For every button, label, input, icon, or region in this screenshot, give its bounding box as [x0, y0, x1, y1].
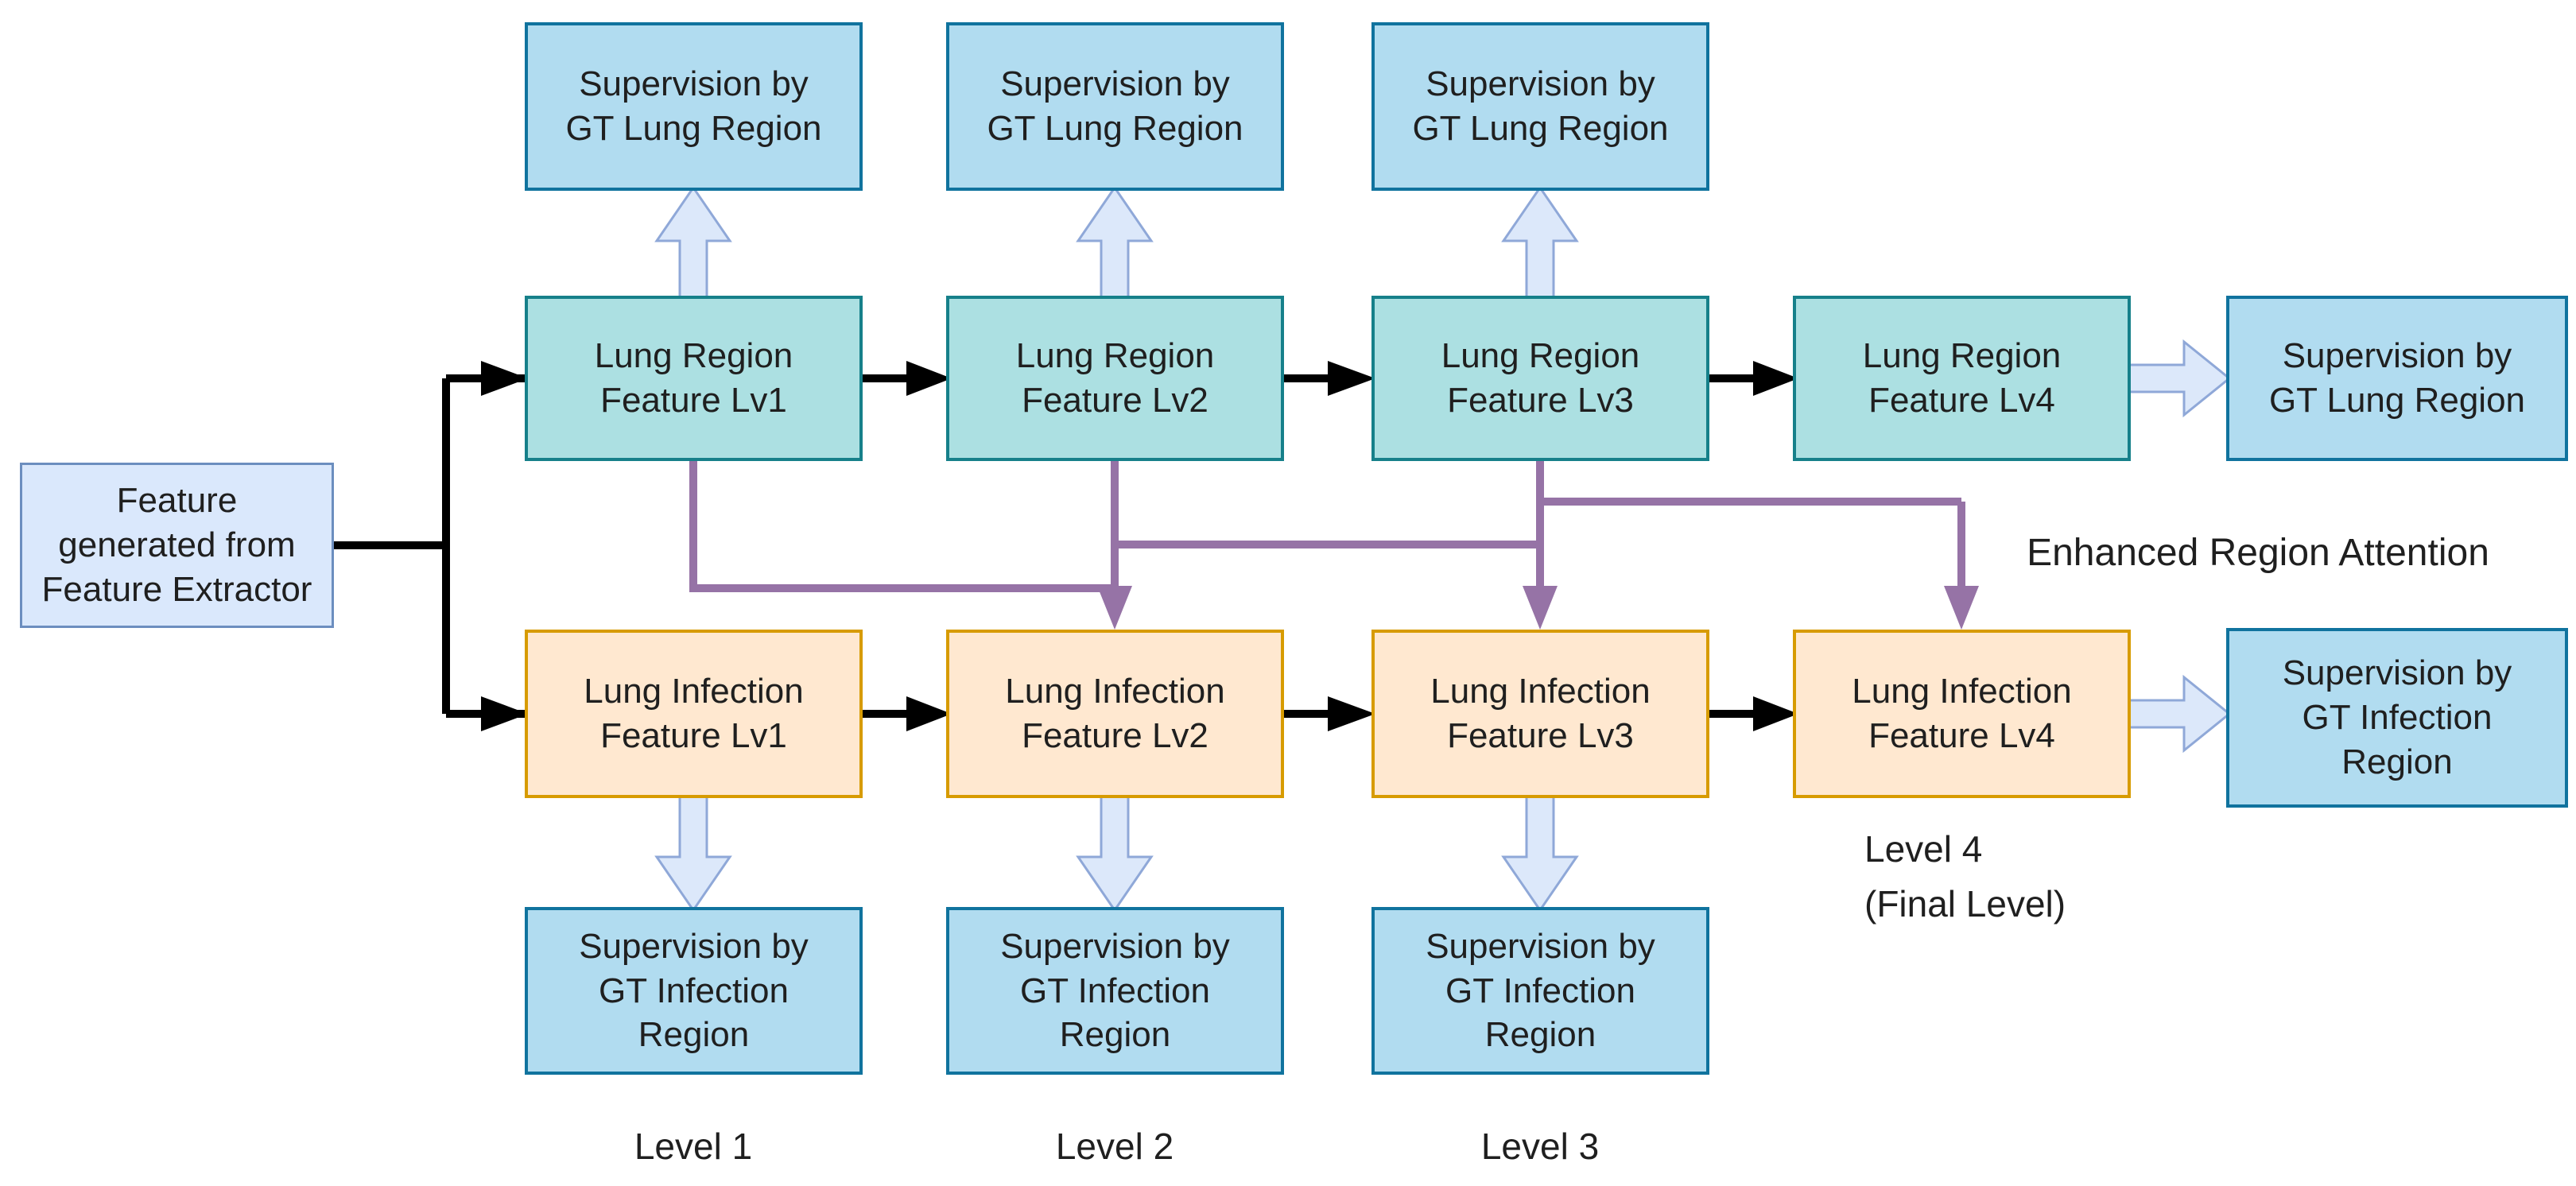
bottom-supervision-lv2-box: Supervision by GT Infection Region: [946, 907, 1284, 1075]
lung-infection-lv4-box: Lung Infection Feature Lv4: [1793, 630, 2131, 798]
arrowhead-region-lv4: [1753, 361, 1798, 396]
lung-infection-lv1-box: Lung Infection Feature Lv1: [525, 630, 863, 798]
arrowhead-infection-lv2: [906, 696, 952, 731]
top-supervision-lv1-box: Supervision by GT Lung Region: [525, 22, 863, 191]
lung-region-lv3-box: Lung Region Feature Lv3: [1371, 296, 1709, 461]
lung-region-lv2-box: Lung Region Feature Lv2: [946, 296, 1284, 461]
right-supervision-infection-box: Supervision by GT Infection Region: [2226, 628, 2568, 808]
bottom-supervision-lv3-box: Supervision by GT Infection Region: [1371, 907, 1709, 1075]
bottom-supervision-lv1-box: Supervision by GT Infection Region: [525, 907, 863, 1075]
level-1-label: Level 1: [634, 1126, 753, 1167]
lung-infection-lv2-box: Lung Infection Feature Lv2: [946, 630, 1284, 798]
block-arrow-right-region-lv4: [2126, 339, 2232, 418]
era-arrowhead-lv3: [1523, 586, 1558, 630]
enhanced-region-attention-label: Enhanced Region Attention: [2027, 532, 2489, 574]
arrowhead-region-lv1: [481, 361, 528, 396]
arrowhead-infection-lv4: [1753, 696, 1798, 731]
era-lv1-to-lv2: [689, 461, 1115, 592]
block-arrow-down-lv3: [1501, 793, 1579, 913]
enhanced-region-attention-connectors: [689, 461, 1979, 630]
top-supervision-lv2-box: Supervision by GT Lung Region: [946, 22, 1284, 191]
block-arrow-down-lv2: [1076, 793, 1154, 913]
block-arrow-up-lv2: [1076, 185, 1154, 300]
block-arrow-down-lv1: [654, 793, 732, 913]
top-supervision-lv3-box: Supervision by GT Lung Region: [1371, 22, 1709, 191]
lung-region-lv4-box: Lung Region Feature Lv4: [1793, 296, 2131, 461]
arrowhead-region-lv2: [906, 361, 952, 396]
right-supervision-lung-box: Supervision by GT Lung Region: [2226, 296, 2568, 461]
lung-region-lv1-box: Lung Region Feature Lv1: [525, 296, 863, 461]
arrowhead-infection-lv3: [1328, 696, 1375, 731]
level-4-label: Level 4 (Final Level): [1864, 828, 2066, 924]
feature-extractor-box: Feature generated from Feature Extractor: [20, 463, 334, 628]
level-2-label: Level 2: [1055, 1126, 1174, 1167]
level-3-label: Level 3: [1480, 1126, 1600, 1167]
arrowhead-infection-lv1: [481, 696, 528, 731]
block-arrow-right-infection-lv4: [2126, 674, 2232, 754]
era-arrowhead-lv2: [1097, 586, 1132, 630]
block-arrow-up-lv1: [654, 185, 732, 300]
block-arrow-up-lv3: [1501, 185, 1579, 300]
lung-infection-lv3-box: Lung Infection Feature Lv3: [1371, 630, 1709, 798]
arrowhead-region-lv3: [1328, 361, 1375, 396]
era-arrowhead-lv4: [1944, 586, 1979, 630]
